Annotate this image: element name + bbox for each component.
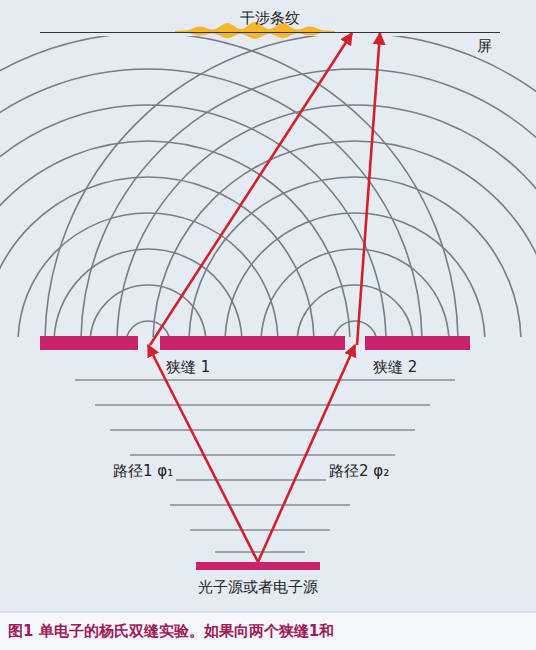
path-label: 路径2 φ₂ bbox=[326, 461, 392, 481]
wavefront-arc bbox=[261, 249, 449, 337]
figure-caption: 图1 单电子的杨氏双缝实验。如果向两个狭缝1和 bbox=[8, 621, 528, 641]
node-text: 狭缝 1 bbox=[166, 357, 210, 377]
particle-source: 光子源或者电子源 bbox=[196, 562, 320, 597]
plane-wave-line bbox=[190, 529, 330, 530]
path-arrow bbox=[150, 33, 352, 345]
plane-waves bbox=[75, 380, 455, 552]
plane-wave-line bbox=[110, 429, 415, 430]
plane-wave-line bbox=[170, 504, 350, 505]
wavefront-arc bbox=[225, 213, 485, 337]
wavefront-arc bbox=[189, 177, 521, 337]
node-text: 狭缝 2 bbox=[373, 357, 417, 377]
wavefront-arc bbox=[0, 36, 458, 337]
wavefront-arc bbox=[81, 69, 536, 337]
node-text: 光子源或者电子源 bbox=[198, 577, 318, 597]
plane-wave-line bbox=[215, 551, 305, 552]
wavefront-arc bbox=[117, 105, 536, 337]
path-label: 路径1 φ₁ bbox=[110, 461, 176, 481]
node-text: 干涉条纹 bbox=[40, 8, 500, 28]
wavefronts bbox=[0, 36, 536, 337]
wavefront-arc bbox=[45, 36, 536, 337]
path-arrow bbox=[148, 345, 258, 562]
slit-label: 狭缝 2 bbox=[355, 345, 421, 379]
screen: 干涉条纹 bbox=[40, 6, 500, 33]
wavefront-arc bbox=[90, 285, 206, 337]
screen-label: 屏 bbox=[474, 36, 495, 56]
wavefront-arc bbox=[18, 213, 278, 337]
slit-label: 狭缝 1 bbox=[148, 345, 214, 379]
path-arrow bbox=[258, 345, 355, 562]
plane-wave-line bbox=[130, 454, 395, 455]
double-slit-barrier bbox=[40, 336, 470, 350]
plane-wave-line bbox=[75, 379, 455, 380]
wavefront-arc bbox=[333, 321, 377, 337]
plane-wave-line bbox=[95, 404, 430, 405]
path-arrow bbox=[357, 33, 380, 345]
divider bbox=[0, 612, 536, 613]
wavefront-arc bbox=[297, 285, 413, 337]
wavefront-arc bbox=[153, 141, 536, 337]
